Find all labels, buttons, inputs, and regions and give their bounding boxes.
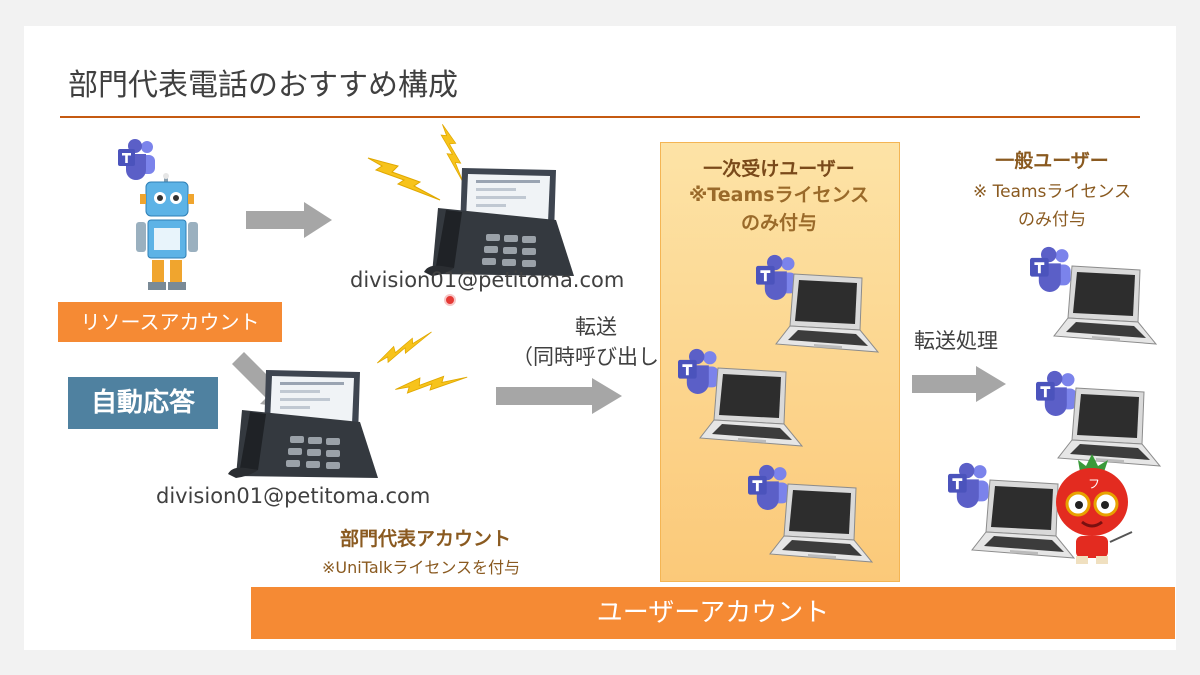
phone-email-bottom: division01@petitoma.com <box>156 484 431 508</box>
general-users-license: ※ Teamsライセンス のみ付与 <box>949 178 1155 234</box>
title-underline <box>60 116 1140 118</box>
user-account-bar: ユーザーアカウント <box>251 587 1175 639</box>
lightning-icon <box>394 348 468 419</box>
forward-process-label: 転送処理 <box>914 329 998 353</box>
first-users-license-line2: のみ付与 <box>740 212 817 234</box>
robot-icon <box>136 173 198 290</box>
first-users-license-line1: ※Teamsライセンス <box>688 184 870 206</box>
slide-title: 部門代表電話のおすすめ構成 <box>68 68 458 103</box>
forward-label-line2: （同時呼び出し） <box>512 345 680 369</box>
auto-attendant-label: 自動応答 <box>68 377 218 429</box>
first-users-license: ※Teamsライセンス のみ付与 <box>660 181 898 237</box>
laptop-icon <box>1053 265 1157 345</box>
resource-account-label: リソースアカウント <box>58 302 282 342</box>
general-users-license-line2: のみ付与 <box>1018 210 1086 230</box>
desk-phone-icon <box>424 168 574 276</box>
first-users-title: 一次受けユーザー <box>703 158 855 180</box>
slide: 部門代表電話のおすすめ構成 リソースアカウント 自動応答 division01@… <box>24 26 1176 650</box>
forward-label: 転送 （同時呼び出し） <box>512 312 680 372</box>
cursor-dot <box>444 294 456 306</box>
mascot-mark: フ <box>1088 477 1100 491</box>
laptop-icon <box>775 273 879 353</box>
general-users-title: 一般ユーザー <box>995 150 1109 172</box>
dept-account-title: 部門代表アカウント <box>340 528 512 550</box>
forward-label-line1: 転送 <box>575 315 617 339</box>
general-users-license-line1: ※ Teamsライセンス <box>972 182 1132 202</box>
arrow-right-icon <box>912 366 1006 402</box>
tomato-mascot-icon: フ <box>1056 454 1133 564</box>
phone-email-top: division01@petitoma.com <box>350 268 625 292</box>
arrow-right-icon <box>496 378 622 414</box>
desk-phone-icon <box>228 370 378 478</box>
laptop-icon <box>699 367 803 447</box>
arrow-right-icon <box>246 202 332 238</box>
laptop-icon <box>769 483 873 563</box>
dept-account-license: ※UniTalkライセンスを付与 <box>322 558 521 577</box>
